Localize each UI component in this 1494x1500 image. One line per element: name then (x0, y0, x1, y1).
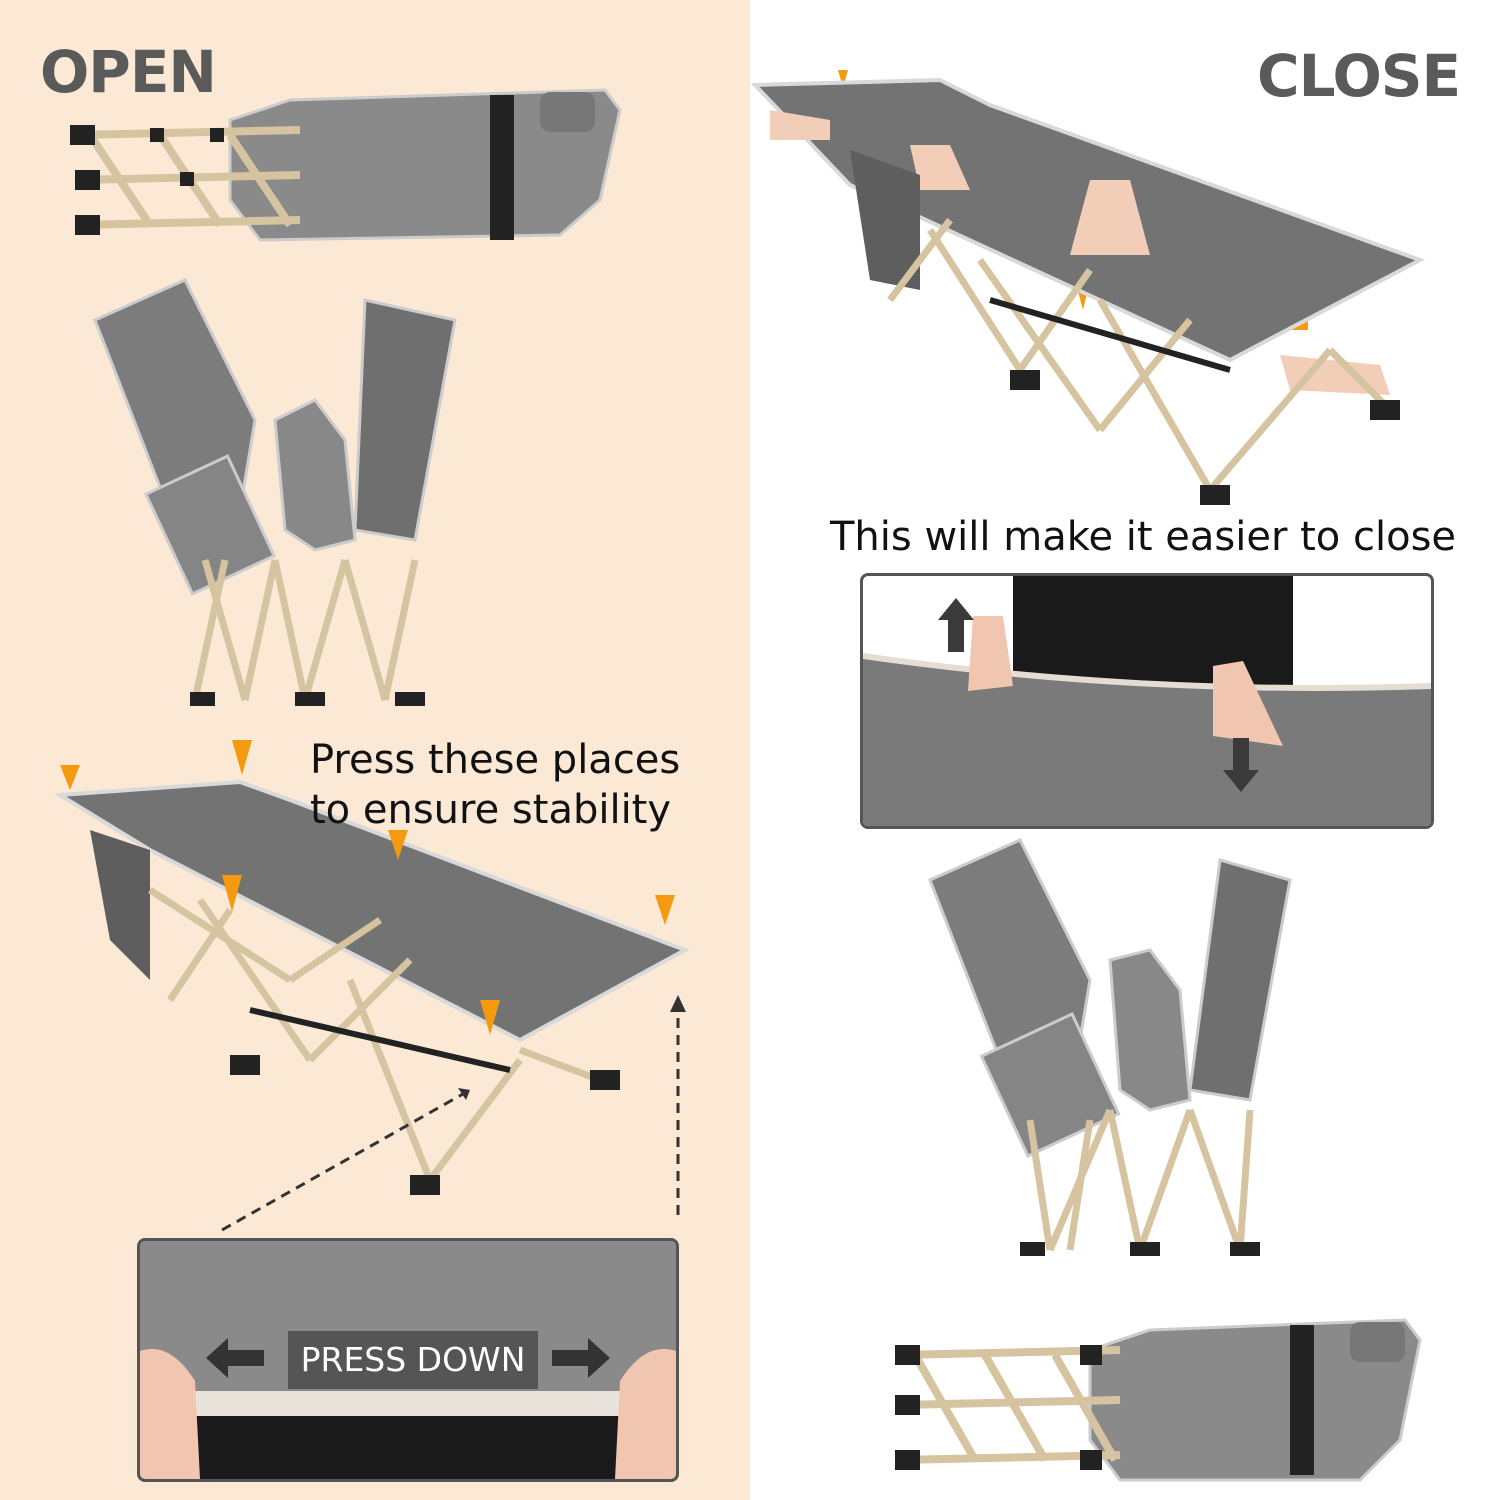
press-point-marker (388, 830, 408, 860)
half-folded-cot-image-right (928, 838, 1292, 1256)
press-down-label: PRESS DOWN (288, 1331, 538, 1389)
close-technique-photo (863, 576, 1431, 826)
close-technique-inset (860, 573, 1434, 829)
stability-caption-line-1: Press these places (310, 737, 681, 783)
close-heading: CLOSE (1257, 42, 1461, 110)
press-point-marker (480, 1000, 500, 1035)
right-arrow-icon (552, 1338, 610, 1378)
press-down-inset: PRESS DOWN (137, 1238, 679, 1482)
left-arrow-icon (206, 1338, 264, 1378)
dashed-guide-arrow (221, 1088, 471, 1232)
half-folded-cot-image-left (93, 278, 457, 706)
open-cot-image-left (53, 779, 690, 1195)
folded-cot-image-left (70, 88, 622, 242)
press-point-marker (60, 765, 80, 790)
open-heading: OPEN (40, 38, 217, 106)
stability-caption-line-2: to ensure stability (310, 787, 672, 833)
press-point-marker (232, 740, 252, 775)
press-point-marker (838, 70, 848, 88)
press-point-marker (655, 895, 675, 925)
press-point-marker (222, 875, 242, 912)
easier-close-caption: This will make it easier to close (830, 514, 1457, 560)
folded-cot-image-right (895, 1318, 1422, 1482)
open-cot-image-right (750, 77, 1425, 505)
up-arrow-icon (938, 598, 974, 652)
down-arrow-icon (1223, 738, 1259, 792)
